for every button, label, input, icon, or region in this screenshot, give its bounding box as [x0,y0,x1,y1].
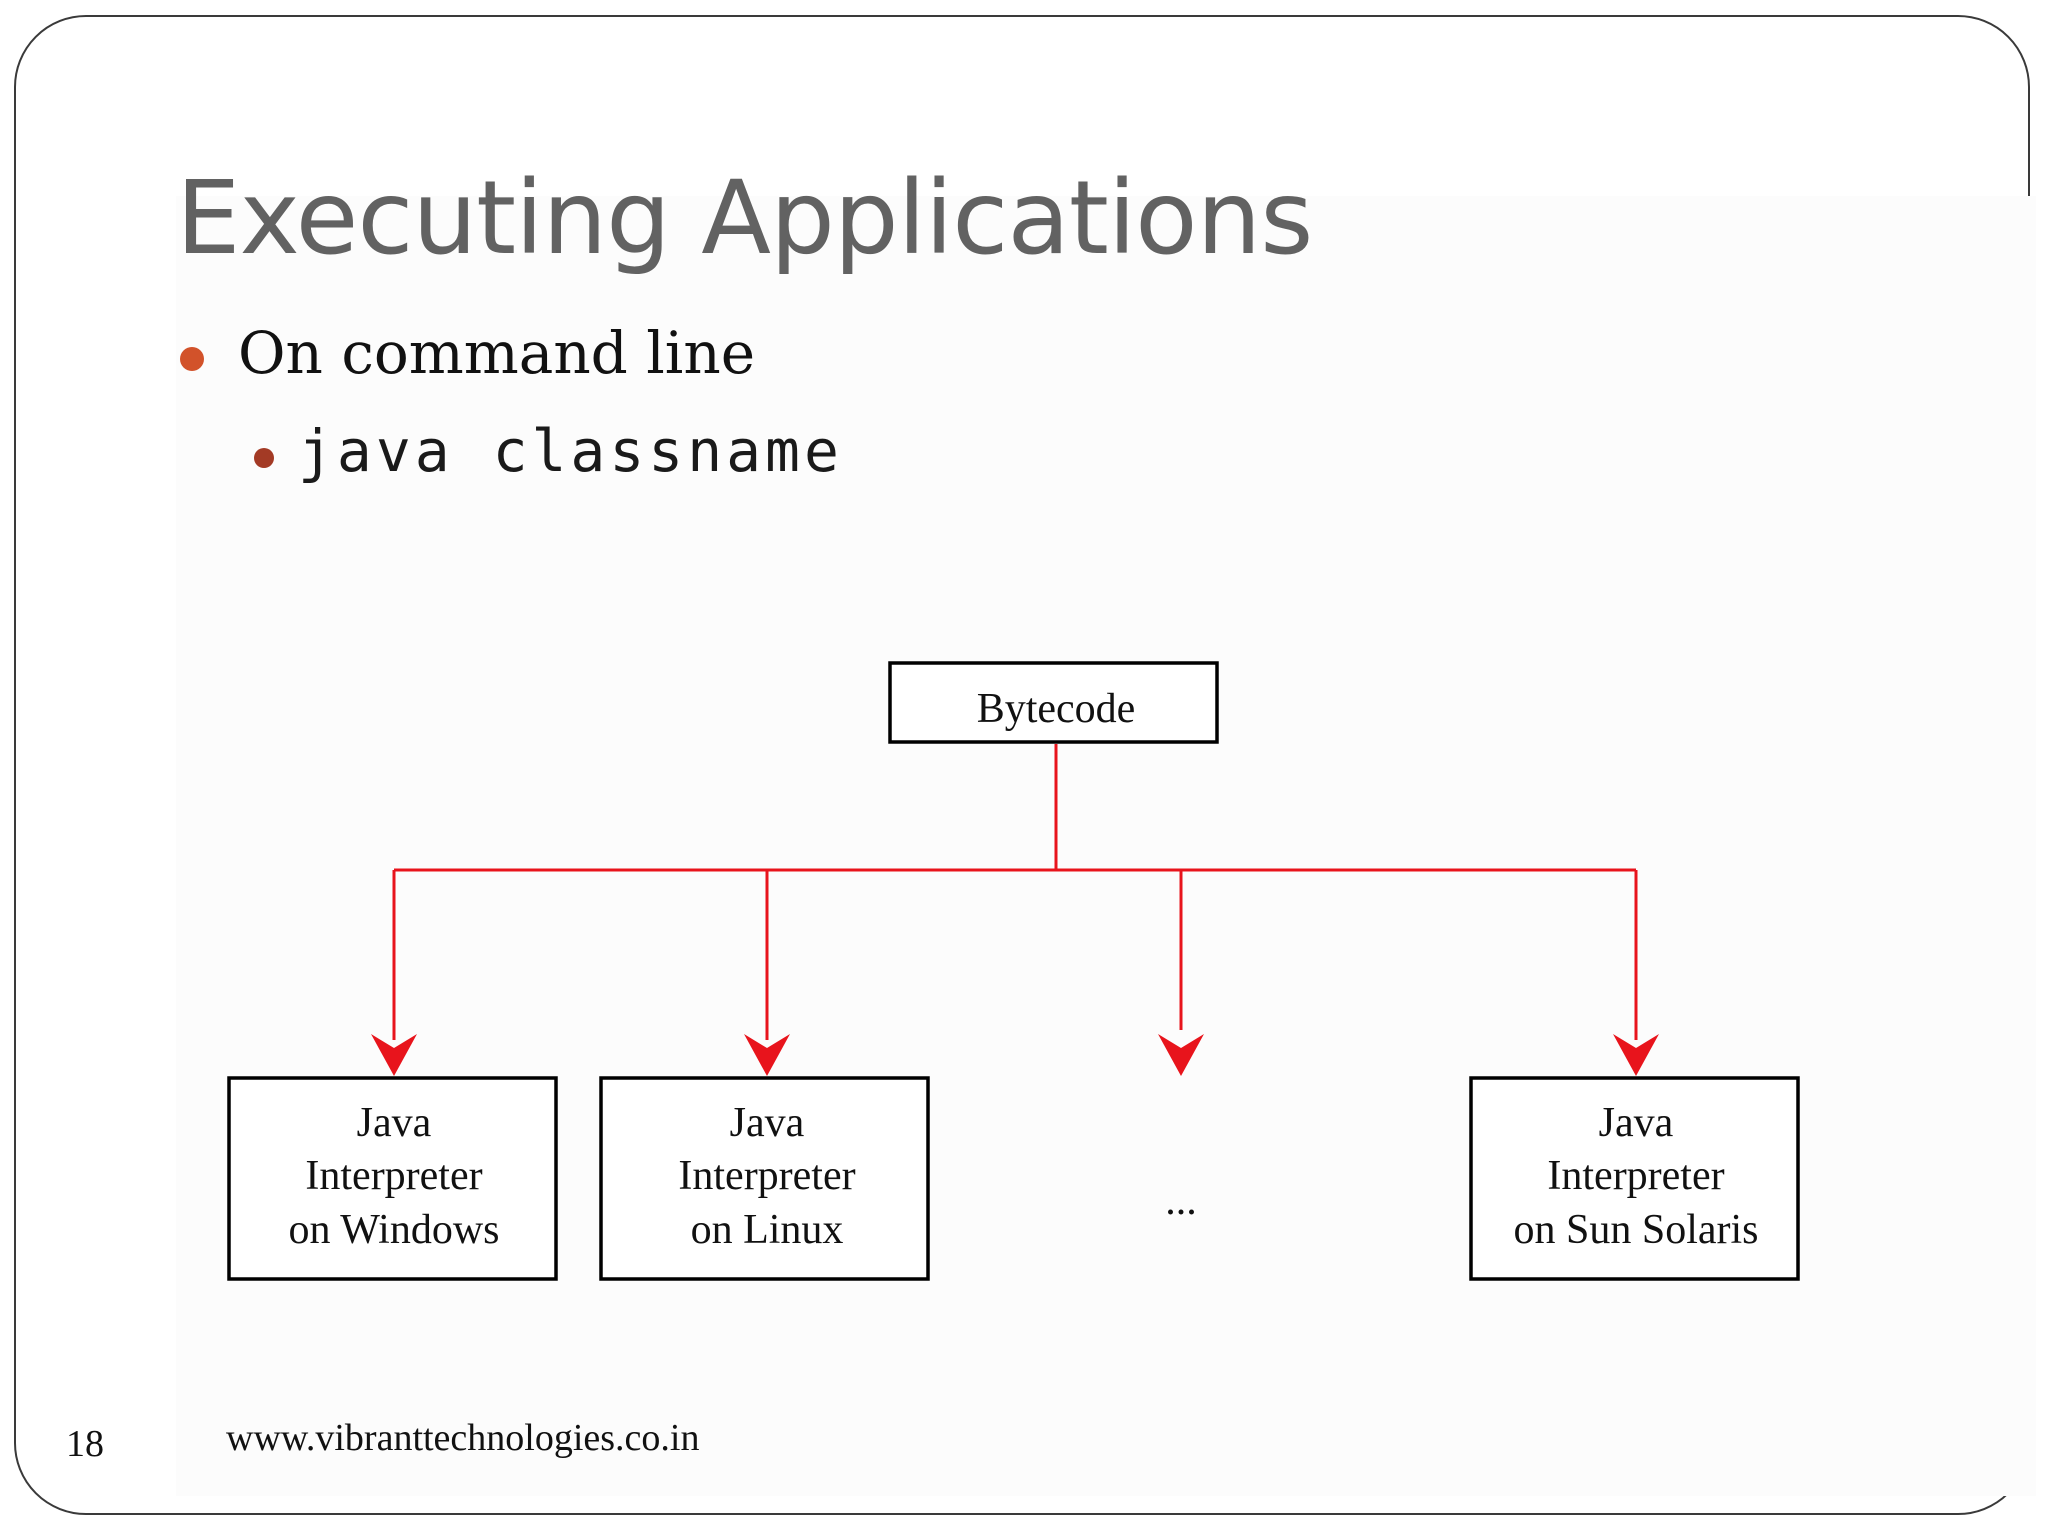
svg-text:Java: Java [730,1100,805,1146]
interpreter-box-solaris: Java Interpreter on Sun Solaris [1469,1076,1800,1281]
svg-text:Interpreter: Interpreter [305,1153,482,1199]
interpreter-box-linux: Java Interpreter on Linux [599,1076,930,1281]
slide-title: Executing Applications [176,159,1313,278]
interpreter-box-windows: Java Interpreter on Windows [227,1076,558,1281]
svg-text:on Windows: on Windows [288,1207,499,1253]
bytecode-label: Bytecode [977,686,1136,732]
svg-text:Interpreter: Interpreter [678,1153,855,1199]
arrowhead-icon [744,1034,790,1076]
ellipsis-label: ... [1165,1178,1197,1224]
bytecode-box: Bytecode [888,661,1219,744]
arrowhead-icon [1613,1034,1659,1076]
svg-text:on Linux: on Linux [691,1207,844,1253]
svg-text:Java: Java [357,1100,432,1146]
sub-bullet-dot-icon [254,448,274,468]
bullet-command-line: On command line [238,319,756,387]
page-number: 18 [66,1423,104,1465]
bullet-dot-icon [180,347,204,371]
sub-bullet-java-command: java classname [298,417,843,485]
arrowheads [371,1034,1659,1076]
svg-text:Interpreter: Interpreter [1547,1153,1724,1199]
connector-lines [392,744,1638,1040]
arrowhead-icon [371,1034,417,1076]
footer-url: www.vibranttechnologies.co.in [226,1417,700,1459]
arrowhead-icon [1158,1034,1204,1076]
svg-text:Java: Java [1599,1100,1674,1146]
svg-text:on Sun Solaris: on Sun Solaris [1513,1207,1758,1253]
